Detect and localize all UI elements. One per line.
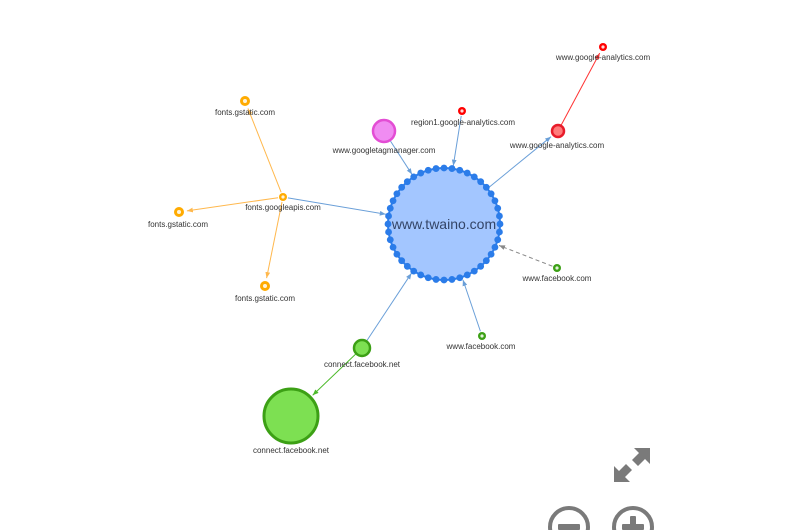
edge-fapis-to-fg2: [186, 197, 279, 213]
zoom-in-icon[interactable]: [610, 504, 656, 530]
node-label-ga2: www.google-analytics.com: [555, 53, 651, 62]
node-label-center: www.twaino.com: [391, 216, 496, 232]
node-label-fg3: fonts.gstatic.com: [235, 294, 295, 303]
labels-layer: www.twaino.com www.googletagmanager.com re…: [148, 53, 650, 455]
node-fg2[interactable]: [174, 207, 184, 217]
node-gtm[interactable]: [371, 118, 397, 144]
node-cfb2[interactable]: [262, 387, 320, 445]
node-label-fg2: fonts.gstatic.com: [148, 220, 208, 229]
node-label-ga1: www.google-analytics.com: [509, 141, 605, 150]
node-label-cfb1: connect.facebook.net: [324, 360, 401, 369]
nodes-layer: [174, 43, 607, 445]
edge-fapis-to-fg3: [265, 201, 283, 279]
node-fg3[interactable]: [260, 281, 270, 291]
node-fapis[interactable]: [279, 193, 287, 201]
node-ga2[interactable]: [599, 43, 607, 51]
edge-fb2-to-center: [462, 279, 481, 332]
node-label-fapis: fonts.googleapis.com: [245, 203, 321, 212]
node-region1[interactable]: [458, 107, 466, 115]
node-label-gtm: www.googletagmanager.com: [332, 146, 436, 155]
edge-fapis-to-fg1: [247, 108, 282, 193]
node-cfb1[interactable]: [352, 338, 372, 358]
node-fb1[interactable]: [553, 264, 561, 272]
node-ga1[interactable]: [550, 123, 566, 139]
edge-cfb1-to-center: [366, 272, 412, 341]
edge-cfb1-to-cfb2: [312, 353, 356, 396]
edge-fapis-to-center: [287, 197, 386, 216]
node-label-cfb2: connect.facebook.net: [253, 446, 330, 455]
node-label-fb1: www.facebook.com: [522, 274, 592, 283]
node-fb2[interactable]: [478, 332, 486, 340]
edge-region1-to-center: [451, 115, 462, 166]
edge-center-to-ga1: [487, 136, 552, 189]
node-label-fg1: fonts.gstatic.com: [215, 108, 275, 117]
edge-ga1-to-ga2: [560, 52, 601, 126]
zoom-out-icon[interactable]: [546, 504, 592, 530]
node-label-region1: region1.google-analytics.com: [411, 118, 515, 127]
edges-layer: [186, 52, 601, 396]
node-center[interactable]: [384, 164, 504, 284]
node-fg1[interactable]: [240, 96, 250, 106]
fullscreen-icon[interactable]: [612, 446, 652, 484]
edge-fb1-to-center: [498, 244, 553, 267]
edge-gtm-to-center: [390, 140, 413, 175]
node-label-fb2: www.facebook.com: [446, 342, 516, 351]
